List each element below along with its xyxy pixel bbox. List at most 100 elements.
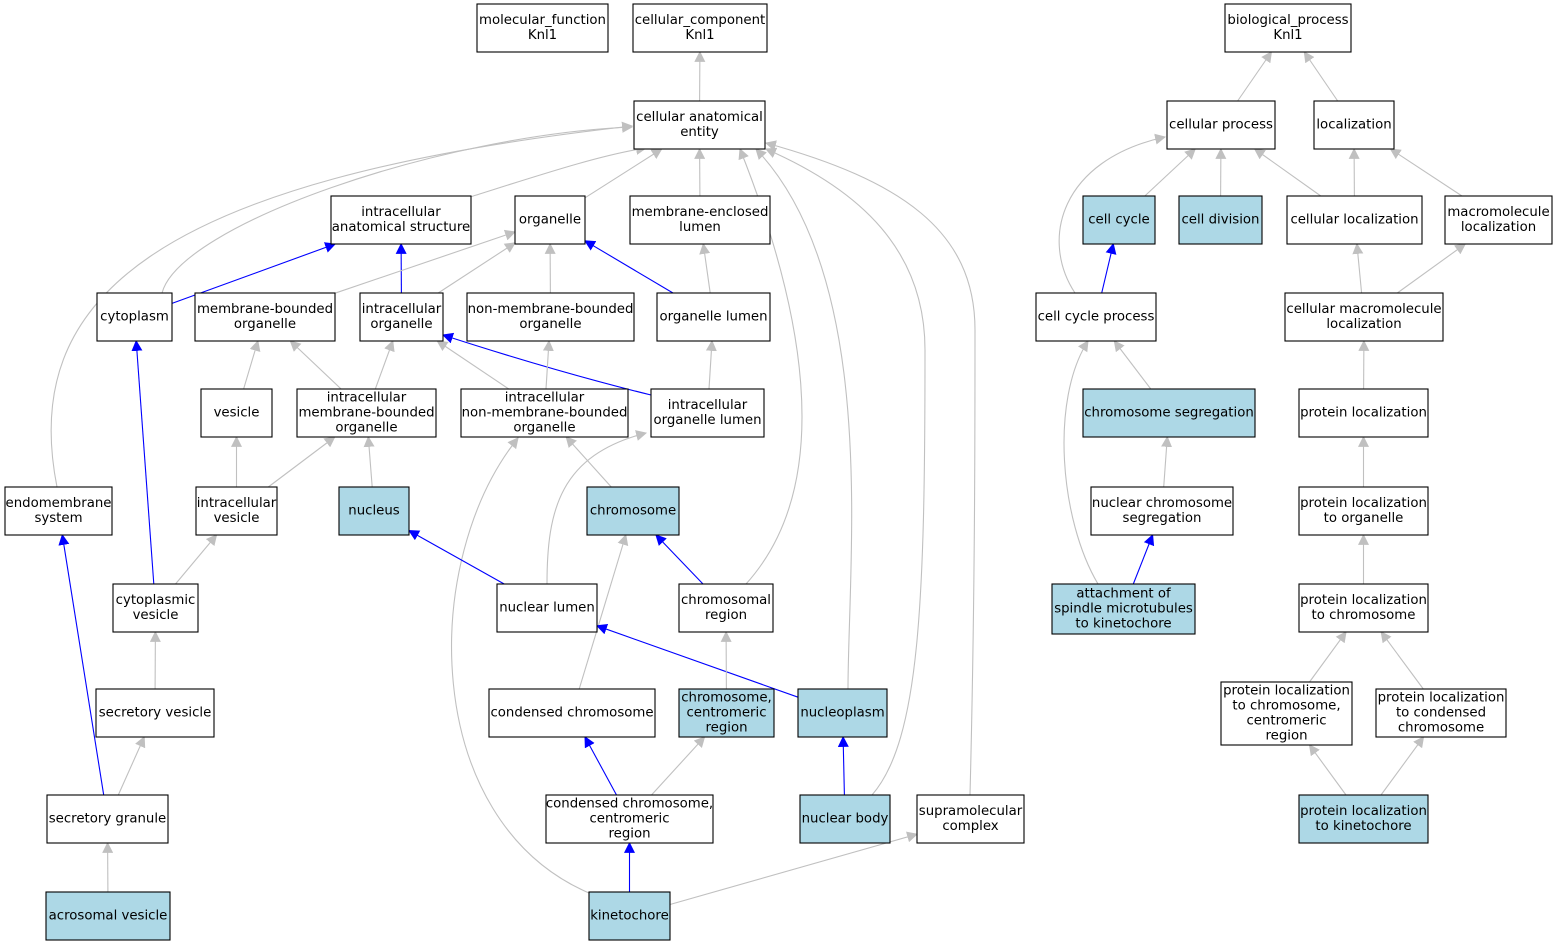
- edge-is-a-cccr-to-ccr: [651, 736, 706, 796]
- edge-is-a-imbo-to-mbo: [289, 340, 342, 390]
- edge-is-a-macromolecule_localization-to-localization: [1389, 148, 1463, 197]
- term-node-secretory-granule[interactable]: secretory granule: [46, 794, 169, 844]
- edge-is-a-endomembrane-to-cae: [50, 121, 634, 488]
- term-box: [586, 486, 680, 536]
- term-node-chromosome[interactable]: chromosome: [586, 486, 680, 536]
- term-node-protein-localization[interactable]: protein localization: [1298, 388, 1429, 438]
- term-node-cell-division[interactable]: cell division: [1178, 195, 1263, 245]
- term-label-line: secretory granule: [49, 812, 166, 827]
- term-node-cytoplasm[interactable]: cytoplasm: [96, 292, 173, 342]
- term-node-cell-cycle[interactable]: cell cycle: [1082, 195, 1156, 245]
- term-node-secretory-vesicle[interactable]: secretory vesicle: [95, 688, 215, 738]
- edge-line: [289, 340, 342, 390]
- term-box: [45, 891, 171, 941]
- term-label-line: localization: [1326, 317, 1401, 332]
- term-label-line: organelle: [519, 317, 581, 332]
- term-node-nucleoplasm[interactable]: nucleoplasm: [797, 688, 888, 738]
- edge-is-a-chrom_seg-to-ccp: [1113, 340, 1152, 390]
- edge-is-a-nucleoplasm-to-cae: [755, 148, 853, 690]
- edge-line: [1058, 133, 1167, 294]
- term-label-line: nucleoplasm: [800, 706, 884, 721]
- term-label-line: lumen: [679, 220, 721, 235]
- term-label-line: cellular macromolecule: [1286, 302, 1441, 317]
- term-node-nuclear-lumen[interactable]: nuclear lumen: [496, 583, 598, 633]
- edge-is-a-ias-to-cae: [469, 144, 648, 198]
- edge-part-of-organelle_lumen-to-organelle: [584, 240, 674, 294]
- term-box: [1035, 292, 1157, 342]
- term-label-line: biological_process: [1227, 13, 1348, 28]
- edge-is-a-nucleus-to-imbo: [363, 435, 375, 488]
- term-box: [95, 688, 215, 738]
- term-label-line: intracellular: [361, 205, 441, 220]
- term-box: [1051, 583, 1196, 635]
- term-label-line: Knl1: [528, 28, 557, 43]
- term-node-organelle-lumen[interactable]: organelle lumen: [656, 292, 771, 342]
- term-label-line: localization: [1461, 220, 1536, 235]
- edge-line: [1309, 631, 1347, 683]
- term-label-line: nuclear body: [802, 812, 889, 827]
- term-label-line: endomembrane: [6, 496, 112, 511]
- term-box: [46, 794, 169, 844]
- term-node-ccp[interactable]: cell cycle process: [1035, 292, 1157, 342]
- term-node-chrom-seg[interactable]: chromosome segregation: [1082, 388, 1256, 438]
- term-label-line: protein localization: [1300, 804, 1427, 819]
- term-label-line: membrane-bounded: [298, 406, 434, 421]
- term-box: [1284, 292, 1444, 342]
- term-box: [496, 583, 598, 633]
- term-label-line: cellular process: [1169, 118, 1273, 133]
- term-label-line: organelle: [335, 421, 397, 436]
- edge-is-a-inmbo-to-nmbo: [542, 339, 554, 390]
- term-node-condensed-chromosome[interactable]: condensed chromosome: [488, 688, 656, 738]
- term-node-inmbo[interactable]: intracellularnon-membrane-boundedorganel…: [460, 388, 629, 438]
- term-node-nuclear-body[interactable]: nuclear body: [799, 794, 891, 844]
- term-label-line: chromosomal: [681, 593, 771, 608]
- edge-line: [699, 242, 711, 294]
- term-label-line: nuclear lumen: [499, 601, 595, 616]
- edge-line: [131, 339, 155, 585]
- edge-line: [595, 623, 799, 698]
- term-label-line: system: [34, 511, 82, 526]
- term-node-organelle[interactable]: organelle: [514, 195, 586, 245]
- term-node-acrosomal-vesicle[interactable]: acrosomal vesicle: [45, 891, 171, 941]
- term-label-line: intracellular: [327, 391, 407, 406]
- term-node-nucleus[interactable]: nucleus: [338, 486, 410, 536]
- term-node-cellular-localization[interactable]: cellular localization: [1286, 195, 1423, 245]
- term-label-line: non-membrane-bounded: [468, 302, 634, 317]
- edge-is-a-inmbo-to-io: [436, 340, 510, 390]
- term-node-vesicle[interactable]: vesicle: [200, 388, 273, 438]
- term-node-kinetochore[interactable]: kinetochore: [588, 891, 671, 941]
- edge-is-a-localization-to-bp_root: [1303, 51, 1339, 102]
- edge-line: [175, 534, 218, 585]
- term-node-cellular-process[interactable]: cellular process: [1166, 100, 1276, 150]
- term-node-localization[interactable]: localization: [1313, 100, 1395, 150]
- edge-is-a-ccp-to-cellular_process: [1058, 133, 1167, 294]
- edge-is-a-kinetochore-to-inmbo: [451, 437, 590, 894]
